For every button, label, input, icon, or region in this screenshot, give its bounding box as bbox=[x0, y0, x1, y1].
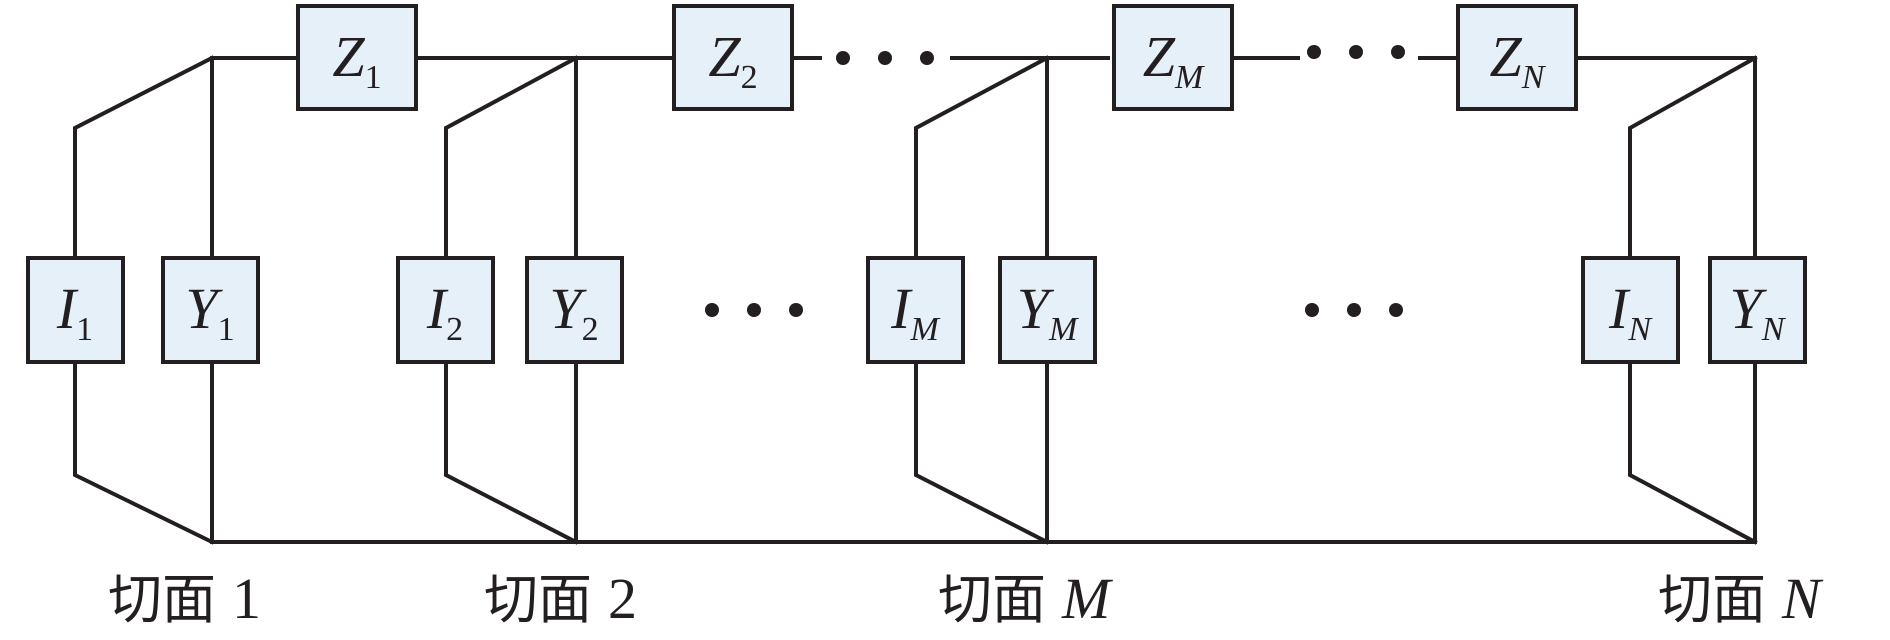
section-n-caption-prefix: 切面 bbox=[1658, 568, 1766, 631]
ellipsis-top-1 bbox=[836, 51, 934, 65]
impedance-z2-letter: Z bbox=[708, 24, 741, 89]
ellipsis-middle-1 bbox=[705, 303, 803, 317]
admittance-box-y1: Y1 bbox=[161, 256, 260, 364]
impedance-zn-letter: Z bbox=[1490, 24, 1523, 89]
svg-text:Z1: Z1 bbox=[332, 24, 381, 96]
impedance-box-zm: ZM bbox=[1112, 4, 1234, 111]
section-1-caption: 切面 1 bbox=[108, 566, 261, 631]
section-1-current-branch bbox=[73, 55, 215, 545]
current-i2-letter: I bbox=[426, 276, 449, 341]
impedance-zm-letter: Z bbox=[1143, 24, 1176, 89]
current-i1-letter: I bbox=[56, 276, 79, 341]
current-i2-sub: 2 bbox=[446, 311, 463, 348]
svg-text:I2: I2 bbox=[426, 276, 463, 348]
svg-text:Z2: Z2 bbox=[708, 24, 757, 96]
current-box-im: IM bbox=[866, 256, 965, 364]
impedance-z1-sub: 1 bbox=[365, 59, 382, 96]
impedance-box-zn: ZN bbox=[1456, 4, 1578, 111]
impedance-zn-sub: N bbox=[1521, 59, 1547, 96]
svg-text:YM: YM bbox=[1017, 276, 1079, 348]
section-n-caption-index: N bbox=[1781, 566, 1824, 631]
admittance-ym-letter: Y bbox=[1017, 276, 1055, 341]
section-1-caption-prefix: 切面 bbox=[108, 568, 216, 631]
section-m-caption-index: M bbox=[1061, 566, 1113, 631]
current-im-letter: I bbox=[890, 276, 913, 341]
current-i1-sub: 1 bbox=[76, 311, 93, 348]
current-im-sub: M bbox=[910, 311, 941, 348]
section-2-caption-index: 2 bbox=[608, 566, 637, 631]
section-2-current-branch bbox=[444, 55, 579, 545]
admittance-ym-sub: M bbox=[1048, 311, 1079, 348]
section-2-caption: 切面 2 bbox=[484, 566, 637, 631]
section-n-current-branch bbox=[1628, 55, 1758, 545]
ellipsis-middle-2 bbox=[1305, 303, 1403, 317]
svg-text:IN: IN bbox=[1608, 276, 1653, 348]
svg-text:Y2: Y2 bbox=[549, 276, 598, 348]
current-box-in: IN bbox=[1581, 256, 1680, 364]
svg-text:YN: YN bbox=[1730, 276, 1787, 348]
impedance-box-z1: Z1 bbox=[296, 4, 418, 111]
current-in-letter: I bbox=[1608, 276, 1631, 341]
current-box-i2: I2 bbox=[396, 256, 495, 364]
admittance-box-ym: YM bbox=[998, 256, 1097, 364]
impedance-z1-letter: Z bbox=[332, 24, 365, 89]
ellipsis-top-2 bbox=[1307, 45, 1405, 59]
admittance-box-y2: Y2 bbox=[525, 256, 624, 364]
admittance-y1-letter: Y bbox=[185, 276, 223, 341]
admittance-box-yn: YN bbox=[1708, 256, 1807, 364]
section-1-caption-index: 1 bbox=[232, 566, 261, 631]
admittance-yn-sub: N bbox=[1761, 311, 1787, 348]
impedance-box-z2: Z2 bbox=[672, 4, 794, 111]
admittance-yn-letter: Y bbox=[1730, 276, 1768, 341]
admittance-y2-sub: 2 bbox=[582, 311, 599, 348]
current-box-i1: I1 bbox=[26, 256, 125, 364]
admittance-y1-sub: 1 bbox=[218, 311, 235, 348]
current-in-sub: N bbox=[1627, 311, 1653, 348]
svg-text:I1: I1 bbox=[56, 276, 93, 348]
svg-text:Y1: Y1 bbox=[185, 276, 234, 348]
section-2-caption-prefix: 切面 bbox=[484, 568, 592, 631]
svg-text:IM: IM bbox=[890, 276, 940, 348]
impedance-zm-sub: M bbox=[1174, 59, 1205, 96]
impedance-z2-sub: 2 bbox=[741, 59, 758, 96]
svg-text:ZN: ZN bbox=[1490, 24, 1547, 96]
section-m-caption-prefix: 切面 bbox=[938, 568, 1046, 631]
admittance-y2-letter: Y bbox=[549, 276, 587, 341]
section-m-current-branch bbox=[914, 55, 1050, 545]
wires bbox=[73, 55, 1758, 545]
svg-text:ZM: ZM bbox=[1143, 24, 1205, 96]
